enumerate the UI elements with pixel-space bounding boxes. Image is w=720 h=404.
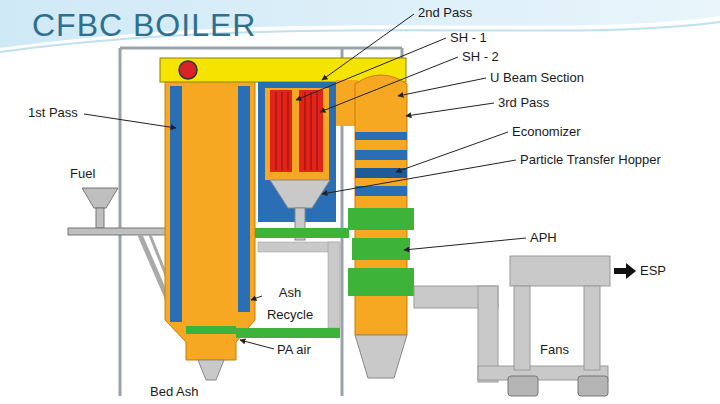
part-label: Particle Transfer Hopper	[520, 152, 661, 168]
label-slot: Economizer	[512, 124, 581, 140]
diagram-title: CFBC BOILER	[32, 6, 256, 44]
fuel-conveyor	[68, 228, 170, 235]
economizer-band	[355, 186, 407, 196]
second-pass-gas	[265, 88, 329, 180]
leader-line	[406, 103, 494, 116]
part-label: 2nd Pass	[418, 5, 472, 21]
label-slot: Fans	[540, 342, 569, 358]
label-slot: 1st Pass	[28, 105, 78, 121]
leader-line	[320, 57, 458, 112]
part-label: Fans	[540, 342, 569, 358]
fuel-pipe	[96, 208, 104, 228]
furnace	[165, 75, 255, 360]
part-label: SH - 1	[450, 30, 487, 46]
esp-arrow	[614, 263, 636, 279]
esp-duct	[510, 256, 610, 286]
leader-line	[398, 78, 486, 96]
economizer-band	[355, 150, 407, 160]
label-slot: 2nd Pass	[418, 5, 472, 21]
label-slot: Bed Ash	[150, 384, 198, 400]
frame-column	[119, 48, 122, 396]
secondary-air-duct	[255, 228, 349, 238]
part-label: Fuel	[70, 166, 95, 182]
label-slot: Particle Transfer Hopper	[520, 152, 661, 168]
part-label: SH - 2	[462, 49, 499, 65]
label-slot: PA air	[277, 342, 311, 358]
bed-ash-outlet	[198, 360, 224, 380]
part-label: U Beam Section	[490, 70, 584, 86]
label-slot: SH - 2	[462, 49, 499, 65]
part-label: ESP	[640, 263, 666, 279]
leader-line	[396, 132, 508, 172]
leader-line	[84, 114, 176, 128]
aph-band	[348, 208, 414, 230]
pa-air-duct	[236, 328, 340, 338]
part-label: Bed Ash	[150, 384, 198, 400]
frame-beam	[120, 47, 402, 50]
part-label: PA air	[277, 342, 311, 358]
ash-recycle-duct	[258, 242, 338, 252]
label-slot: U Beam Section	[490, 70, 584, 86]
label-slot: APH	[530, 230, 557, 246]
air-distributor	[186, 326, 236, 334]
part-label: 3rd Pass	[498, 95, 549, 111]
part-label: Ash Recycle	[258, 282, 322, 326]
label-slot: ESP	[640, 263, 666, 279]
part-label: APH	[530, 230, 557, 246]
transfer-hopper	[270, 180, 330, 208]
part-label: 1st Pass	[28, 105, 78, 121]
fuel-chute	[140, 235, 168, 300]
third-pass-hopper	[355, 335, 407, 378]
fan	[508, 376, 538, 396]
leader-line	[404, 238, 526, 250]
steam-drum	[179, 61, 197, 79]
fan-riser	[514, 286, 530, 370]
label-slot: 3rd Pass	[498, 95, 549, 111]
leader-line	[251, 296, 262, 300]
label-slot: SH - 1	[450, 30, 487, 46]
label-slot: Ash Recycle	[258, 282, 322, 326]
leader-line	[240, 340, 274, 349]
second-pass	[258, 82, 336, 222]
part-label: Economizer	[512, 124, 581, 140]
leader-line	[322, 160, 516, 194]
water-wall	[170, 86, 182, 322]
leader-lines	[84, 14, 526, 349]
label-slot: Fuel	[70, 166, 95, 182]
aph-band	[352, 238, 410, 260]
superheater-coil	[270, 90, 292, 172]
economizer-band	[355, 132, 407, 140]
economizer-band	[355, 168, 407, 178]
superheater-coil	[299, 90, 323, 172]
title-slot: CFBC BOILER	[32, 6, 256, 44]
fan	[578, 376, 608, 396]
fan-riser	[584, 286, 600, 370]
water-wall	[238, 86, 250, 312]
fuel-hopper	[82, 188, 118, 208]
coil-lines	[276, 92, 317, 170]
aph-band	[348, 268, 414, 296]
ash-recycle-duct	[328, 242, 340, 328]
header-band	[0, 0, 720, 48]
